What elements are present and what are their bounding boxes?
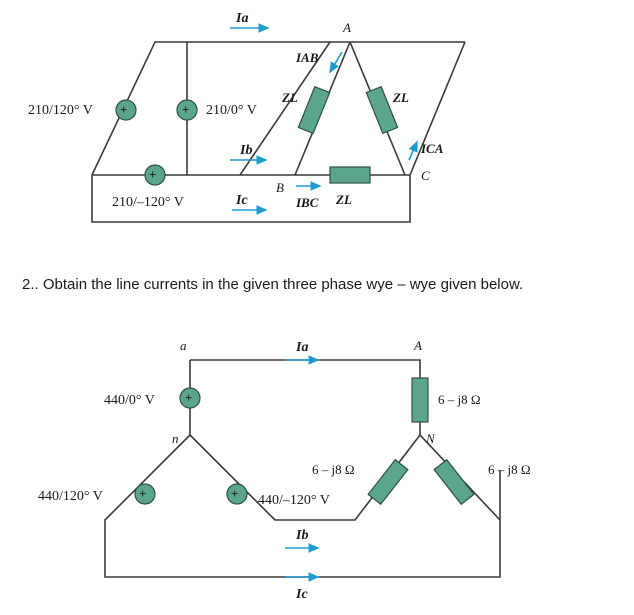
c1-impedance-bc	[329, 166, 371, 184]
circuit-1: + + + 210/120° V 210/0° V 210/–120° V Ia…	[28, 11, 466, 223]
c2-impedance-top	[411, 377, 429, 423]
c2-ic-label: Ic	[295, 587, 308, 602]
c2-source-right: +	[226, 483, 248, 505]
question-text: 2.. Obtain the line currents in the give…	[22, 276, 524, 293]
c2-source-left: +	[134, 483, 156, 505]
c1-impedance-ab	[297, 85, 331, 135]
c2-source-right-label: 440/–120° V	[258, 493, 330, 508]
c2-impedance-left-label: 6 – j8 Ω	[312, 462, 355, 477]
c2-wire-top	[190, 359, 421, 435]
c1-impedance-ca	[365, 85, 399, 135]
svg-text:+: +	[231, 486, 238, 501]
c2-impedance-right	[433, 458, 475, 506]
c1-source-left-label: 210/120° V	[28, 103, 93, 118]
svg-text:+: +	[182, 102, 189, 117]
c1-wire-left-top	[91, 41, 330, 176]
c1-wire-bottom-loop	[91, 175, 411, 223]
c2-impedance-right-label: 6 – j8 Ω	[488, 462, 531, 477]
circuit-2: + + + 440/0° V 440/120° V 440/–120° V a …	[38, 338, 531, 602]
svg-text:+: +	[139, 486, 146, 501]
c1-source-left: +	[115, 99, 137, 121]
c2-node-n: n	[172, 431, 179, 446]
c2-ia-label: Ia	[295, 340, 308, 355]
c1-source-bottom-label: 210/–120° V	[112, 195, 184, 210]
c2-ib-label: Ib	[295, 528, 308, 543]
c1-node-a: A	[342, 20, 351, 35]
c1-source-bottom: +	[144, 164, 166, 186]
c2-source-top-label: 440/0° V	[104, 393, 155, 408]
c2-node-A: A	[413, 338, 422, 353]
c2-impedance-top-label: 6 – j8 Ω	[438, 392, 481, 407]
svg-text:+: +	[185, 390, 192, 405]
c1-source-middle-label: 210/0° V	[206, 103, 257, 118]
c2-node-a: a	[180, 338, 187, 353]
c2-wire-outer	[104, 360, 501, 578]
c2-wire-right-src	[189, 434, 300, 521]
c2-source-left-label: 440/120° V	[38, 489, 103, 504]
c1-wire-right-diag	[409, 41, 466, 176]
c1-source-middle: +	[176, 99, 198, 121]
c2-source-top: +	[179, 387, 201, 409]
c1-arrow-ica	[408, 140, 418, 161]
c1-node-b: B	[276, 180, 284, 195]
c1-ib-label: Ib	[239, 143, 252, 158]
c1-zl-ab-label: ZL	[281, 90, 298, 105]
c1-zl-bc-label: ZL	[335, 192, 352, 207]
c1-wire-inner-diag	[239, 41, 331, 176]
c1-ia-label: Ia	[235, 11, 248, 26]
c1-ica-label: ICA	[420, 141, 444, 156]
c1-node-c: C	[421, 168, 430, 183]
c1-arrow-iab	[329, 51, 343, 74]
c2-node-N: N	[425, 431, 436, 446]
c1-ic-label: Ic	[235, 193, 248, 208]
c1-ibc-label: IBC	[295, 195, 319, 210]
c2-impedance-left	[367, 458, 409, 506]
c1-zl-ca-label: ZL	[392, 90, 409, 105]
c1-iab-label: IAB	[295, 50, 319, 65]
svg-text:+: +	[120, 102, 127, 117]
svg-text:+: +	[149, 167, 156, 182]
